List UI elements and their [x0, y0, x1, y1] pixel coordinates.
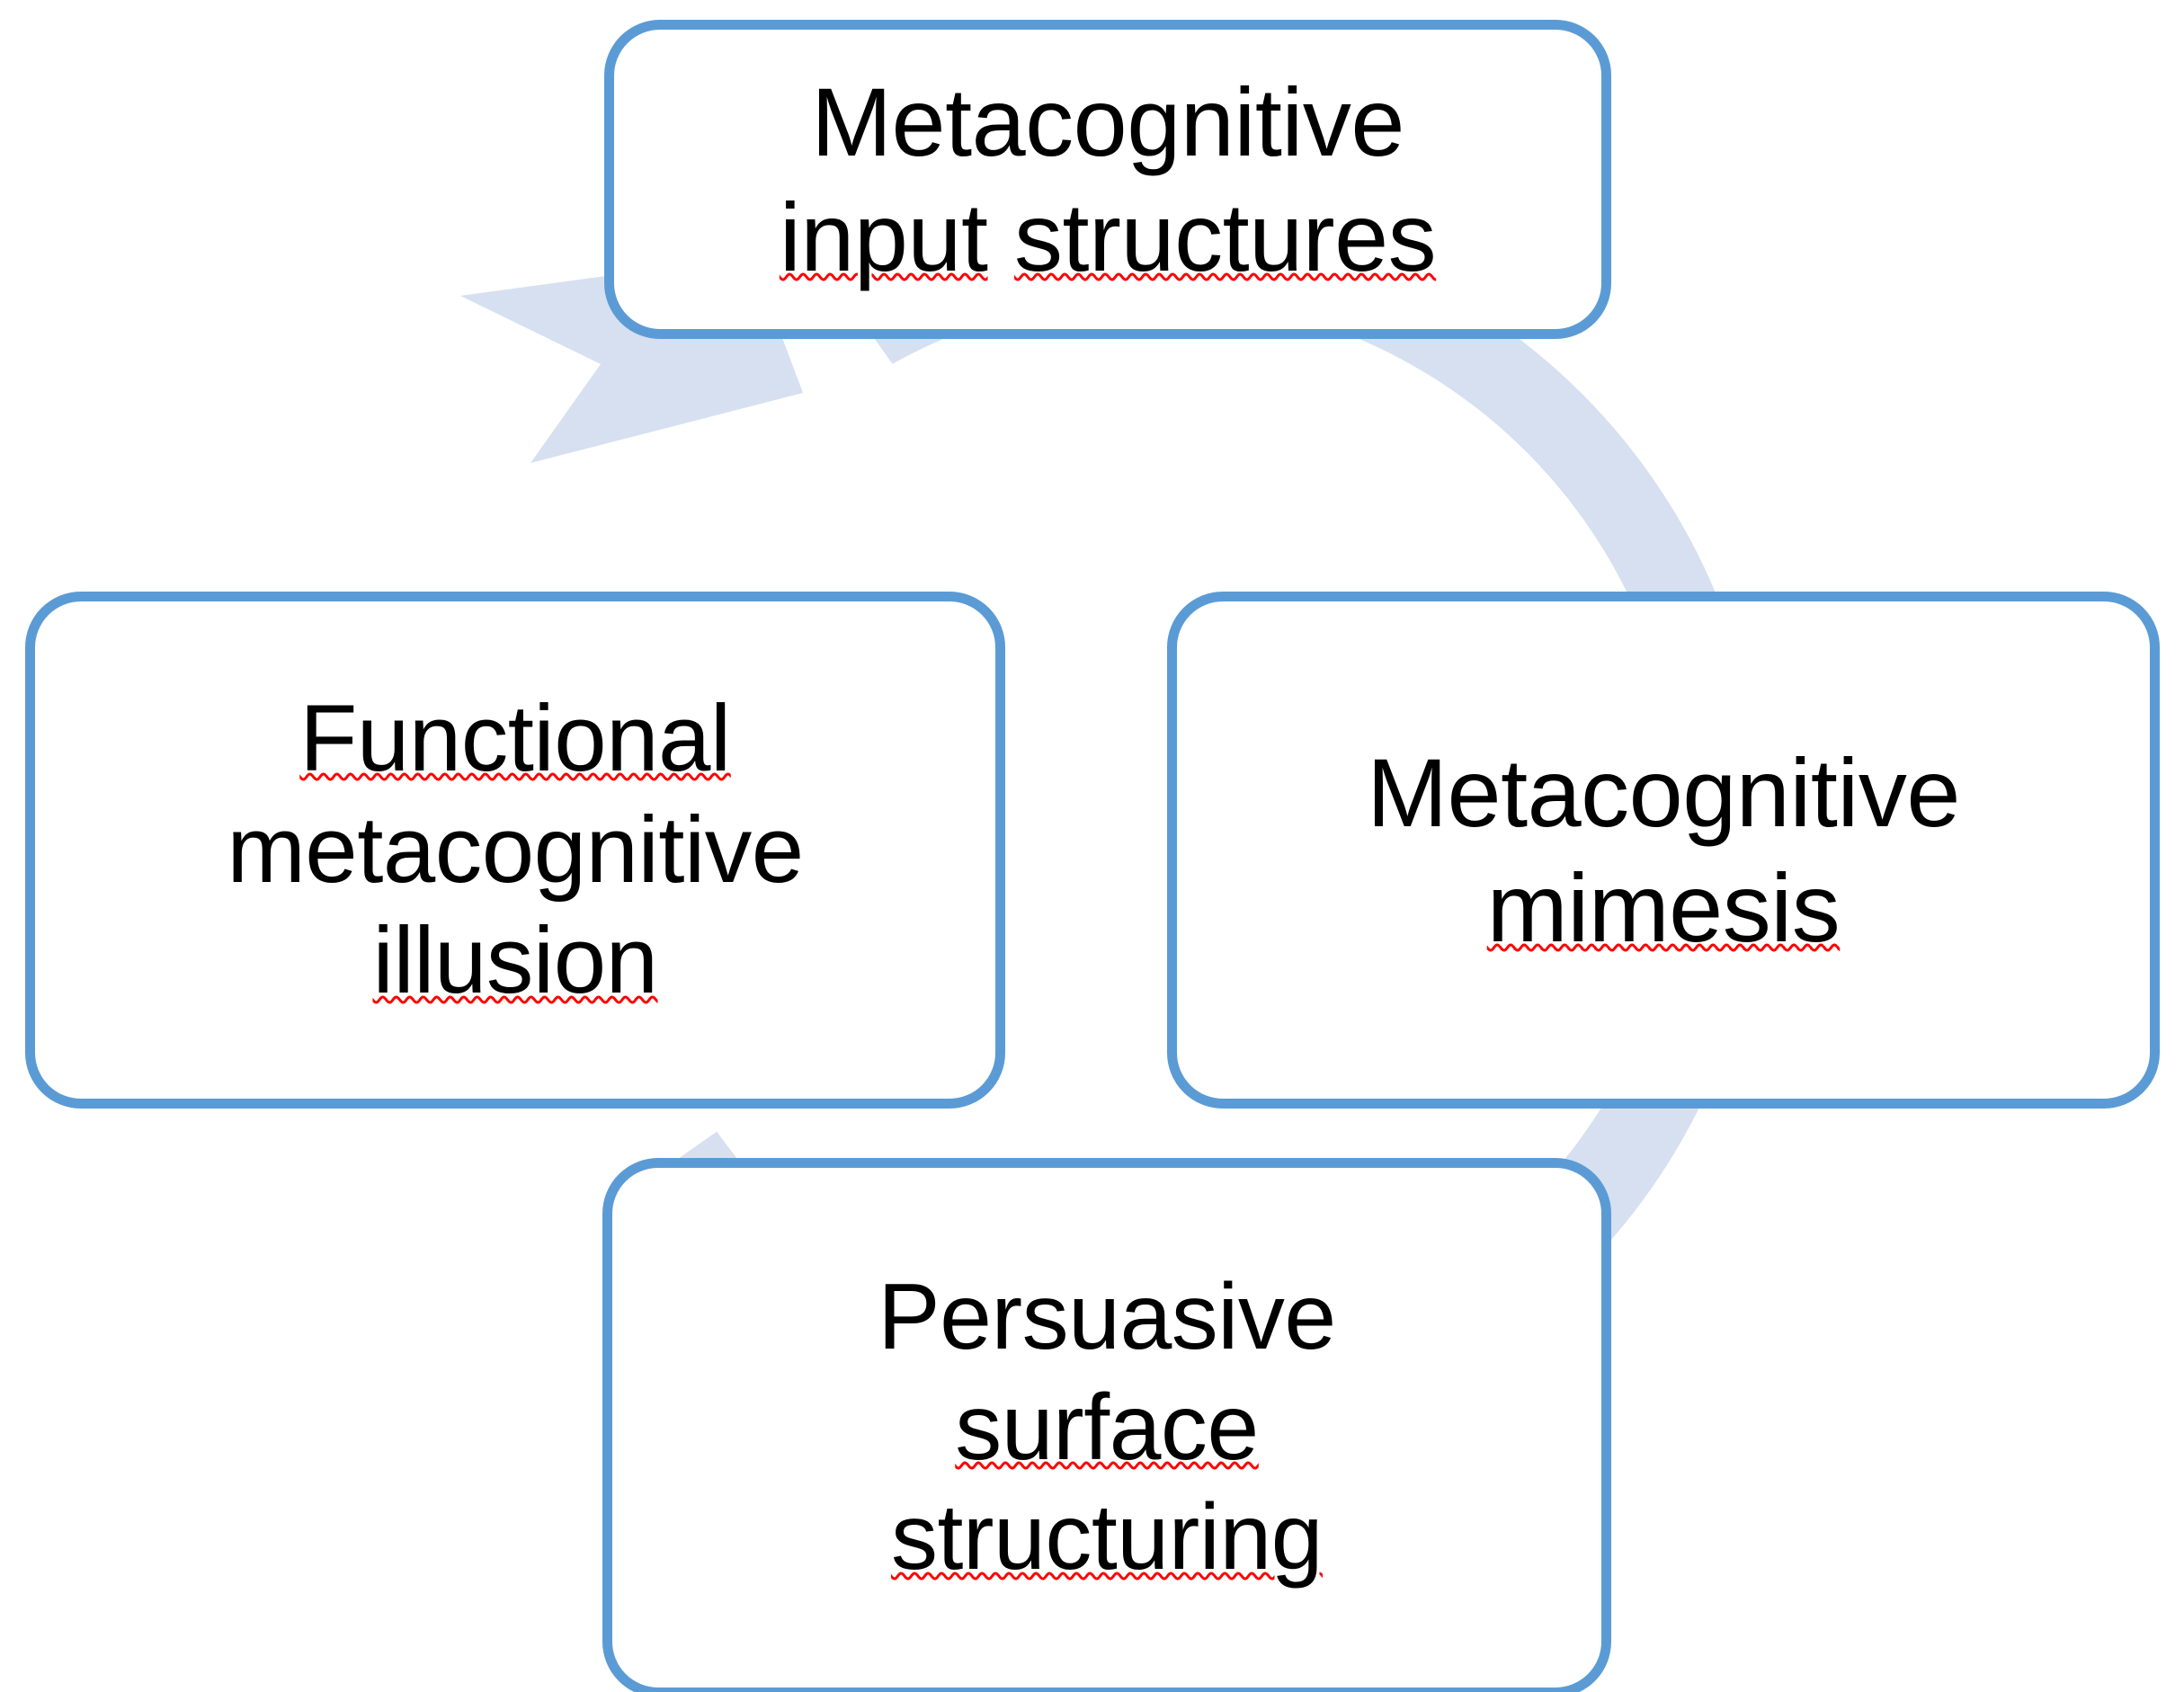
- node-persuasive-surface-structuring[interactable]: Persuasive surface structuring: [602, 1158, 1611, 1692]
- node-left-line-1: Functional: [299, 685, 731, 791]
- node-left-line-2: metacognitive: [227, 797, 804, 903]
- node-right-line-2: mimesis: [1486, 852, 1841, 962]
- node-bottom-line-1: Persuasive: [878, 1264, 1336, 1369]
- node-left-line-3: illusion: [372, 908, 659, 1014]
- node-bottom-line-2: surface: [955, 1375, 1259, 1480]
- node-top-line-1: Metacognitive: [811, 67, 1404, 177]
- node-top-line-2-word-1: input: [779, 182, 988, 291]
- node-functional-metacognitive-illusion[interactable]: Functional metacognitive illusion: [25, 592, 1005, 1109]
- node-right-text: Metacognitive mimesis: [1177, 735, 2150, 965]
- node-top-text: Metacognitive input structures: [614, 65, 1601, 294]
- node-right-line-1: Metacognitive: [1367, 738, 1960, 848]
- node-metacognitive-mimesis[interactable]: Metacognitive mimesis: [1167, 592, 2160, 1109]
- node-left-text: Functional metacognitive illusion: [35, 683, 995, 1018]
- node-bottom-text: Persuasive surface structuring: [612, 1262, 1601, 1593]
- node-top-line-2-space: [988, 183, 1015, 291]
- node-metacognitive-input-structures[interactable]: Metacognitive input structures: [604, 20, 1611, 339]
- node-top-line-2-word-2: structures: [1014, 182, 1437, 291]
- node-bottom-line-3: structuring: [890, 1485, 1324, 1590]
